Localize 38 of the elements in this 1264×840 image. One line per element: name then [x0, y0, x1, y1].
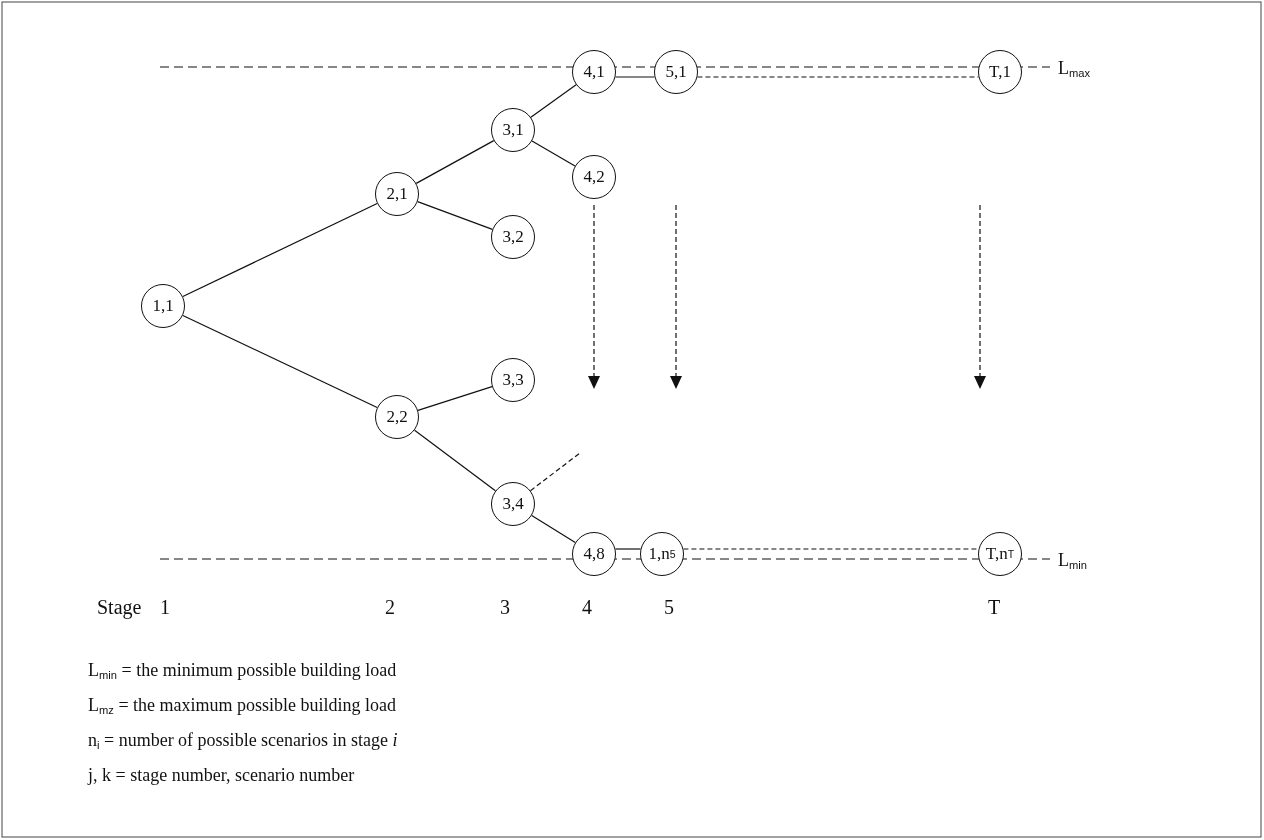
scenario-node: 4,1	[572, 50, 616, 94]
bound-label: L$_{min}$	[1058, 550, 1087, 572]
definition-note: L$_{min}$ = the minimum possible building load	[88, 660, 397, 682]
stage-number: 1	[160, 596, 170, 619]
scenario-node: 3,3	[491, 358, 535, 402]
connector-line	[417, 386, 493, 411]
stage-label: Stage	[97, 596, 142, 619]
scenario-node: 5,1	[654, 50, 698, 94]
connector-line	[614, 548, 642, 550]
scenario-node: 2,1	[375, 172, 419, 216]
connector-line	[530, 84, 577, 118]
scenario-node: 2,2	[375, 395, 419, 439]
stage-number: 4	[582, 596, 592, 619]
definition-note: L$_{mz}$ = the maximum possible building load	[88, 695, 396, 717]
scenario-node: 3,4	[491, 482, 535, 526]
stage-number: 3	[500, 596, 510, 619]
connector-line	[531, 140, 576, 167]
stage-number: 2	[385, 596, 395, 619]
connector-line	[417, 201, 493, 230]
scenario-node: T,1	[978, 50, 1022, 94]
bound-label: L$_{max}$	[1058, 58, 1091, 80]
scenario-node: 4,2	[572, 155, 616, 199]
scenario-node: 3,2	[491, 215, 535, 259]
connector-line	[531, 514, 576, 544]
scenario-node: 3,1	[491, 108, 535, 152]
connector-line	[696, 76, 980, 78]
connector-line	[614, 76, 656, 78]
connector-line	[414, 429, 496, 492]
connector-line	[529, 452, 581, 492]
stage-number: 5	[664, 596, 674, 619]
scenario-node: 1,1	[141, 284, 185, 328]
scenario-node: 4,8	[572, 532, 616, 576]
definition-note: j, k = stage number, scenario number	[88, 765, 355, 786]
connector-line	[182, 202, 378, 298]
connector-line	[182, 314, 378, 409]
definition-note: n$_{i}$ = number of possible scenarios in stage i	[88, 730, 398, 752]
connector-line	[415, 140, 495, 184]
stage-number: T	[988, 596, 1001, 619]
